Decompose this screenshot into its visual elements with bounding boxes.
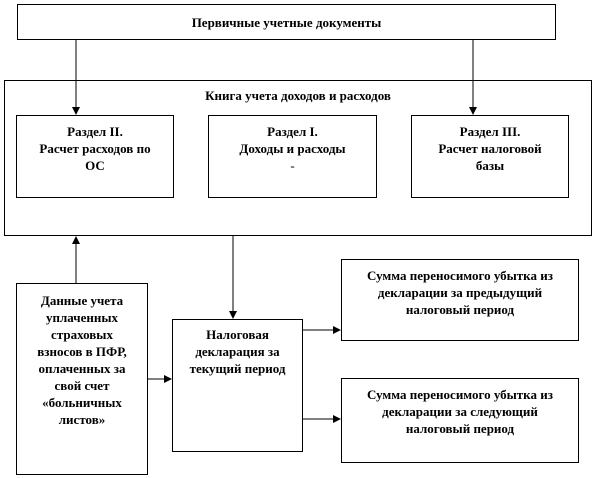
book-title: Книга учета доходов и расходов — [205, 88, 391, 103]
section-3-line: Раздел III. — [459, 124, 521, 139]
loss-previous-line: декларации за предыдущий — [377, 285, 543, 300]
section-2-line: Расчет расходов по — [39, 141, 151, 156]
pfr-data-line: «больничных — [42, 395, 122, 410]
section-2-line: Раздел II. — [67, 124, 123, 139]
section-3-line: Расчет налоговой — [438, 141, 542, 156]
loss-previous-period-box: Сумма переносимого убытка из декларации … — [341, 259, 579, 341]
pfr-data-line: листов» — [58, 412, 106, 427]
declaration-line: Налоговая — [206, 327, 269, 342]
pfr-data-line: страховых — [51, 327, 113, 342]
section-1-line: Раздел I. — [267, 124, 318, 139]
declaration-line: текущий период — [189, 361, 286, 376]
pfr-data-line: свой счет — [54, 378, 110, 393]
section-1-line: - — [290, 158, 295, 173]
loss-next-line: Сумма переносимого убытка из — [367, 387, 553, 402]
loss-previous-line: Сумма переносимого убытка из — [367, 268, 553, 283]
primary-documents-label: Первичные учетные документы — [191, 14, 382, 30]
pfr-data-line: взносов в ПФР, — [37, 344, 127, 359]
pfr-data-box: Данные учета уплаченных страховых взносо… — [16, 283, 148, 475]
section-1-line: Доходы и расходы — [239, 141, 346, 156]
section-3-box: Раздел III. Расчет налоговой базы — [411, 115, 569, 198]
pfr-data-line: Данные учета — [40, 293, 124, 308]
section-2-line: ОС — [85, 158, 105, 173]
pfr-data-line: оплаченных за — [38, 361, 126, 376]
section-3-line: базы — [475, 158, 505, 173]
declaration-line: декларация за — [195, 344, 280, 359]
section-2-box: Раздел II. Расчет расходов по ОС — [16, 115, 174, 198]
primary-documents-box: Первичные учетные документы — [17, 4, 556, 40]
pfr-data-line: уплаченных — [46, 310, 118, 325]
loss-next-line: декларации за следующий — [382, 404, 538, 419]
loss-previous-line: налоговый период — [405, 302, 515, 317]
loss-next-period-box: Сумма переносимого убытка из декларации … — [341, 378, 579, 463]
section-1-box: Раздел I. Доходы и расходы - — [208, 115, 377, 198]
tax-declaration-box: Налоговая декларация за текущий период — [172, 319, 303, 452]
loss-next-line: налоговый период — [405, 421, 515, 436]
